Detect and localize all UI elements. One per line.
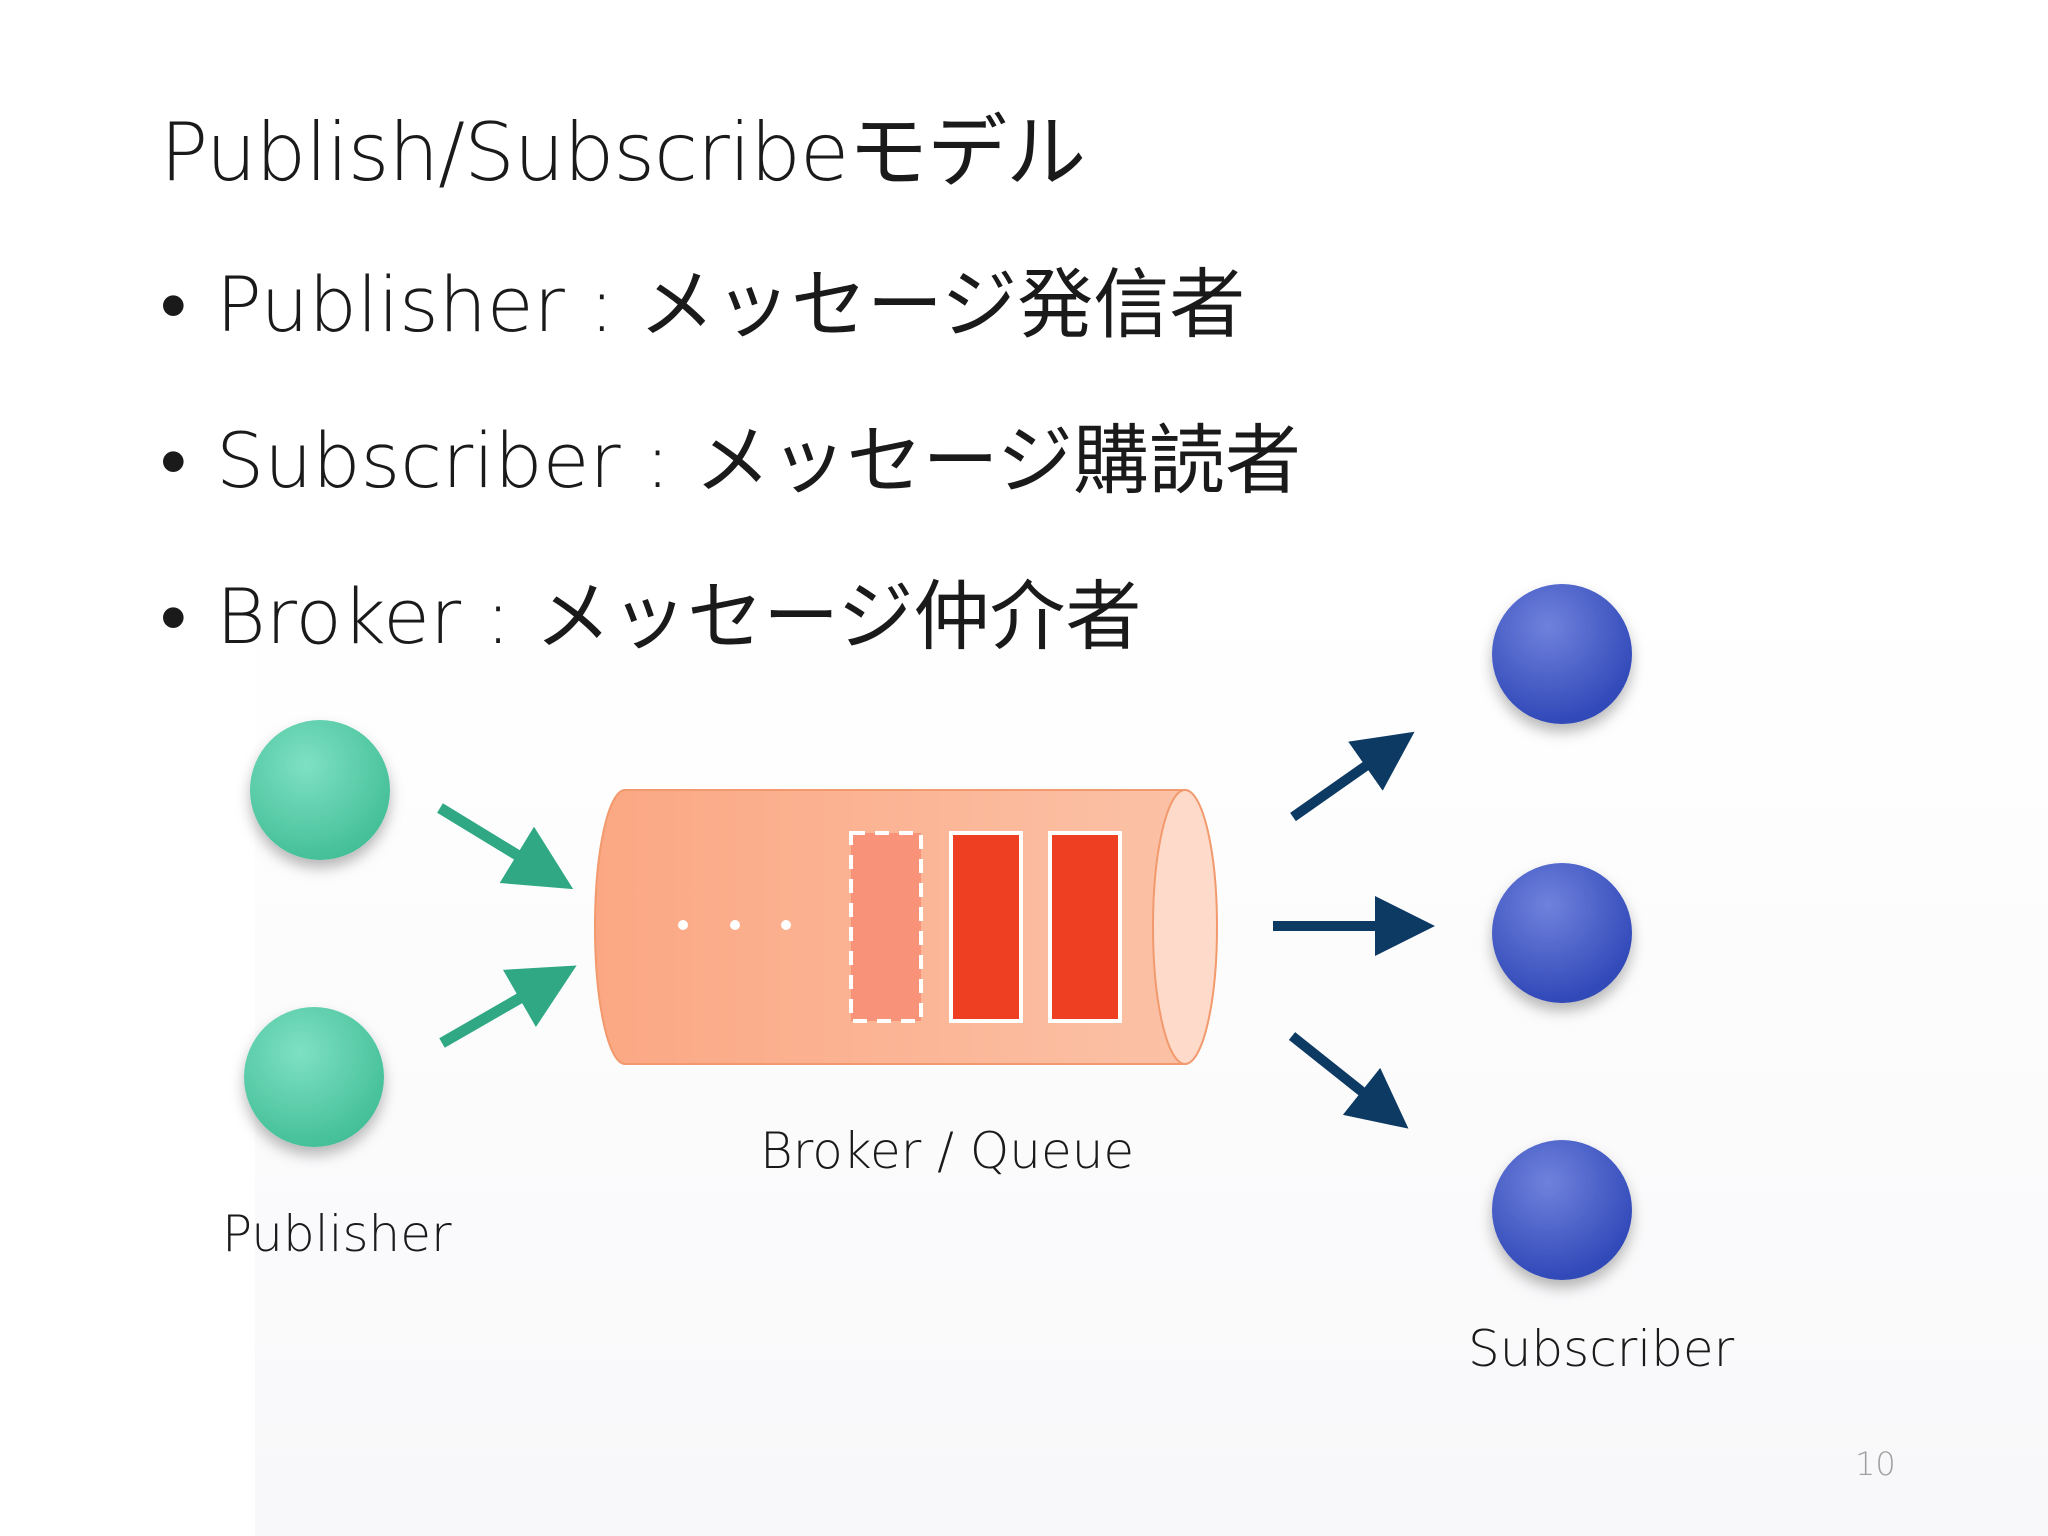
- bullet-list: • Publisher : メッセージ発信者 • Subscriber : メッセー…: [160, 255, 1301, 723]
- publisher-arrow-1: [437, 803, 574, 890]
- bullet-text: Subscriber : メッセージ購読者: [216, 416, 1302, 505]
- queue-message: [949, 831, 1023, 1023]
- bullet-marker: •: [160, 416, 187, 505]
- publisher-node-1: [250, 720, 390, 860]
- bullet-subscriber: • Subscriber : メッセージ購読者: [160, 411, 1301, 567]
- broker-queue: [594, 789, 1218, 1065]
- publisher-label: Publisher: [222, 1205, 452, 1263]
- queue-ellipsis-dot: [730, 920, 740, 930]
- broker-label: Broker / Queue: [760, 1122, 1135, 1180]
- queue-message-pending: [849, 831, 923, 1023]
- bullet-broker: • Broker : メッセージ仲介者: [160, 567, 1301, 723]
- subscriber-arrow-3: [1288, 1032, 1409, 1129]
- subscriber-arrow-1: [1290, 731, 1415, 822]
- queue-ellipsis-dot: [678, 920, 688, 930]
- slide-title: Publish/Subscribeモデル: [160, 106, 1086, 199]
- page-number: 10: [1855, 1445, 1896, 1483]
- publisher-arrow-2: [439, 965, 577, 1048]
- subscriber-node-1: [1492, 584, 1632, 724]
- publisher-node-2: [244, 1007, 384, 1147]
- subscriber-node-2: [1492, 863, 1632, 1003]
- queue-ellipsis-dot: [781, 920, 791, 930]
- bullet-text: Broker : メッセージ仲介者: [216, 572, 1142, 661]
- bullet-marker: •: [160, 572, 187, 661]
- bullet-marker: •: [160, 260, 187, 349]
- bullet-publisher: • Publisher : メッセージ発信者: [160, 255, 1301, 411]
- subscriber-node-3: [1492, 1140, 1632, 1280]
- queue-message: [1048, 831, 1122, 1023]
- queue-end-cap: [1152, 789, 1218, 1065]
- bullet-text: Publisher : メッセージ発信者: [216, 260, 1246, 349]
- subscriber-label: Subscriber: [1468, 1320, 1735, 1378]
